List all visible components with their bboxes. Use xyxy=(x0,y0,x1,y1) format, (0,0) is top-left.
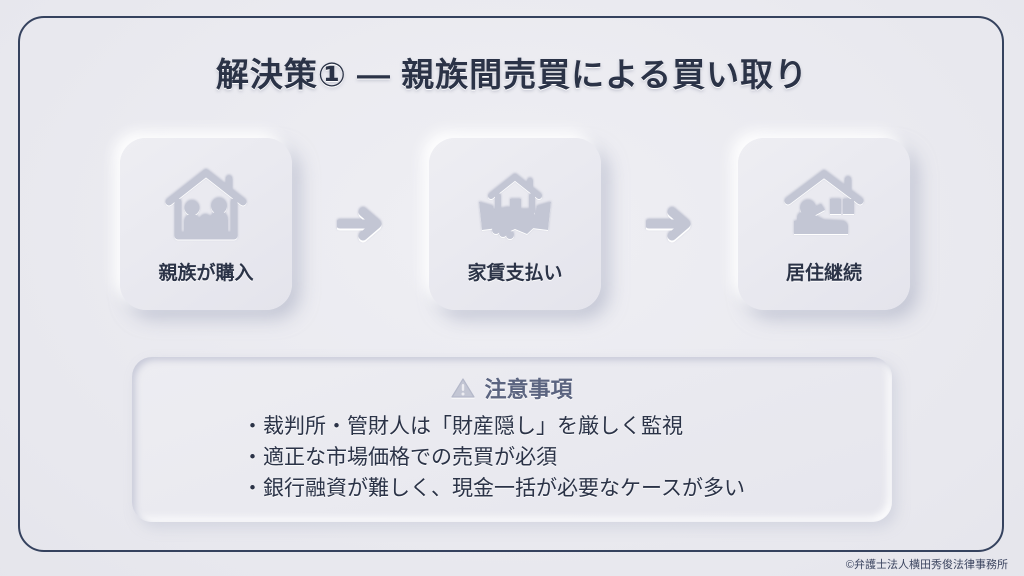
step-card-family-purchase[interactable]: 親族が購入 xyxy=(120,138,292,310)
list-item: ・銀行融資が難しく、現金一括が必要なケースが多い xyxy=(242,477,745,501)
arrow-right-icon-1 xyxy=(333,138,389,310)
warning-triangle-icon xyxy=(451,377,476,399)
copyright-footer: ©弁護士法人横田秀俊法律事務所 xyxy=(845,559,1008,571)
step-card-rent-payment[interactable]: 家賃支払い xyxy=(429,138,601,310)
warning-list: ・裁判所・管財人は「財産隠し」を厳しく監視 ・適正な市場価格での売買が必須 ・銀… xyxy=(132,411,892,504)
arrow-right-icon-2 xyxy=(642,138,698,310)
step-label: 親族が購入 xyxy=(158,263,254,284)
step-label: 居住継続 xyxy=(785,263,862,284)
page-title: 解決策① ― 親族間売買による買い取り xyxy=(215,56,809,93)
process-step-row: 親族が購入 xyxy=(120,138,910,318)
warning-header: 注意事項 xyxy=(132,371,892,405)
warning-panel: 注意事項 ・裁判所・管財人は「財産隠し」を厳しく監視 ・適正な市場価格での売買が… xyxy=(132,357,892,522)
list-item: ・裁判所・管財人は「財産隠し」を厳しく監視 xyxy=(242,415,683,438)
warning-title: 注意事項 xyxy=(484,377,573,402)
step-label: 家賃支払い xyxy=(467,263,563,284)
person-relaxing-house-icon xyxy=(778,160,870,252)
house-family-icon xyxy=(160,160,252,252)
list-item: ・適正な市場価格での売買が必須 xyxy=(242,446,557,470)
handshake-house-icon xyxy=(469,160,561,252)
step-card-continued-residence[interactable]: 居住継続 xyxy=(738,138,910,310)
